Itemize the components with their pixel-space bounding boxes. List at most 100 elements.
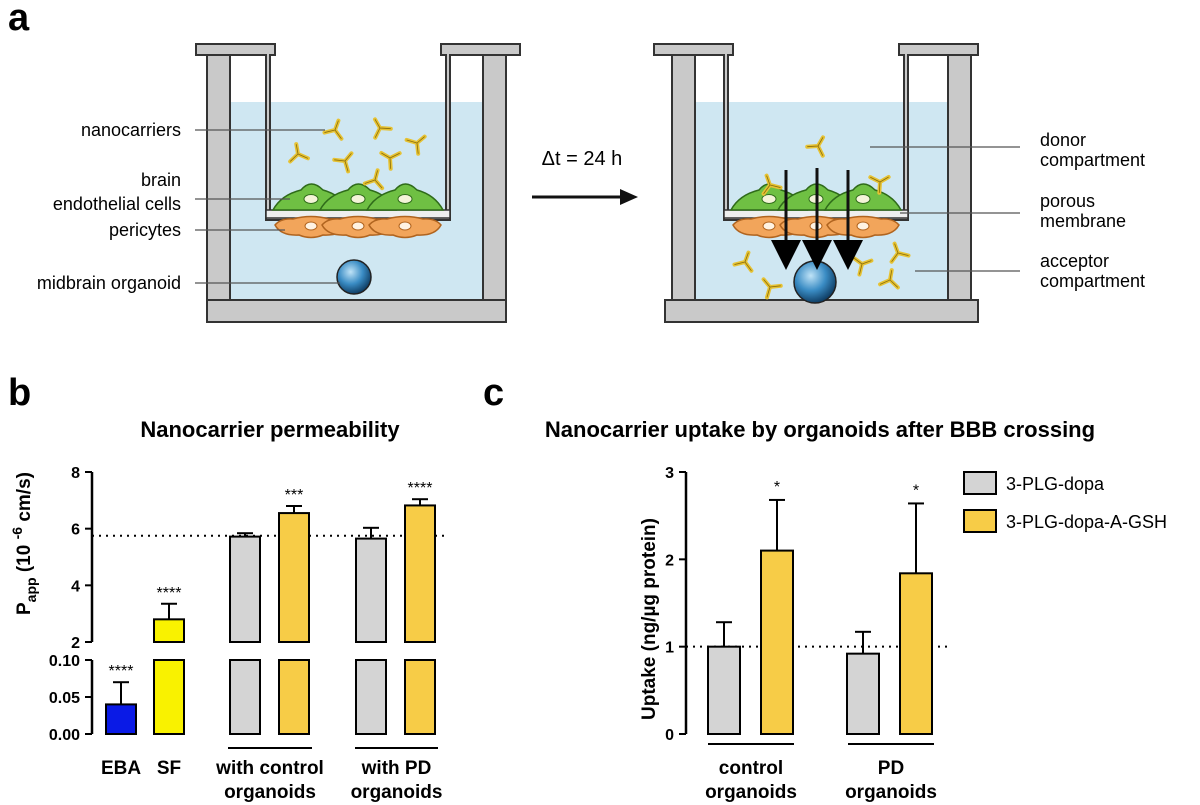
endothelial-nucleus	[303, 194, 319, 204]
chart-b-bar-lower-part	[153, 659, 185, 735]
pericyte-nucleus	[398, 221, 412, 231]
nanocarrier-outline	[763, 279, 781, 298]
nanocarrier-outline	[364, 170, 383, 189]
chart-b-tick-label: 0.05	[49, 690, 80, 707]
chart-c-tick-label: 1	[665, 640, 674, 657]
time-label: Δt = 24 h	[542, 148, 623, 170]
nanocarrier	[805, 135, 825, 158]
transwell-before	[195, 43, 521, 323]
chart-b-tick-label: 8	[71, 465, 80, 482]
chart-b-bar	[105, 703, 137, 736]
chart-b-ylabel-rest: (10	[14, 539, 35, 577]
chart-b-x-label: SF	[157, 758, 181, 779]
chart-b-bar	[404, 504, 436, 643]
nanocarrier	[362, 168, 385, 191]
chart-b-group-label: with PD	[361, 758, 432, 779]
nanocarrier	[404, 134, 427, 156]
label-midbrain-organoid: midbrain organoid	[37, 273, 181, 293]
label-pericytes: pericytes	[109, 220, 181, 240]
nanocarrier-outline	[289, 144, 309, 162]
nanocarrier	[889, 241, 911, 264]
chart-c-category-label: organoids	[705, 782, 797, 803]
time-arrow-head	[620, 189, 638, 205]
endothelial-nucleus	[855, 194, 871, 204]
chart-b-tick-label: 0.00	[49, 727, 80, 744]
nanocarrier-outline	[879, 270, 899, 288]
label-endothelial-cells: endothelial cells	[53, 194, 181, 214]
chart-c-tick-label: 0	[665, 727, 674, 744]
nanocarrier	[878, 268, 900, 290]
nanocarrier	[379, 151, 402, 171]
label-donor-compartment: compartment	[1040, 150, 1145, 170]
chart-c-bar	[899, 572, 933, 735]
chart-b-ylabel-sub: app	[23, 577, 39, 602]
pericyte-nucleus	[856, 221, 870, 231]
chart-b-significance: ***	[285, 487, 304, 504]
chart-c-bar	[760, 549, 794, 735]
panel-label-b: b	[8, 372, 31, 414]
chart-c-category-label: PD	[878, 758, 904, 779]
nanocarrier-outline	[763, 175, 781, 194]
nanocarrier	[868, 175, 891, 195]
label-donor: donor	[1040, 130, 1086, 150]
chart-b-axis-break	[94, 644, 454, 658]
chart-b-bar	[229, 535, 261, 643]
chart-c-title: Nanocarrier uptake by organoids after BB…	[545, 417, 1095, 442]
label-membrane: membrane	[1040, 211, 1126, 231]
endothelial-nucleus	[350, 194, 366, 204]
nanocarrier	[761, 173, 783, 196]
panel-label-a: a	[8, 0, 30, 39]
pericyte-nucleus	[351, 221, 365, 231]
chart-b-tick-label: 6	[71, 522, 80, 539]
transwell-after	[653, 43, 979, 323]
chart-b-ylabel-main: P	[14, 602, 35, 615]
well-floor-before	[206, 299, 507, 323]
label-brain: brain	[141, 170, 181, 190]
chart-b-tick-label: 0.10	[49, 653, 80, 670]
chart-c-legend-label: 3-PLG-dopa-A-GSH	[1006, 512, 1167, 532]
insert-before	[195, 43, 521, 221]
chart-b-bar-lower-part	[404, 659, 436, 735]
chart-c-significance: *	[774, 479, 780, 496]
insert-after	[653, 43, 979, 221]
endothelial-cells-before	[271, 183, 445, 211]
pericyte-nucleus	[304, 221, 318, 231]
organoid-before	[336, 259, 372, 295]
label-acceptor-compartment: compartment	[1040, 271, 1145, 291]
chart-b-significance: ****	[109, 663, 134, 680]
chart-b-tick-label: 2	[71, 635, 80, 652]
chart-c-y-label: Uptake (ng/µg protein)	[639, 518, 660, 720]
well-floor-after	[664, 299, 979, 323]
chart-c-category-label: control	[719, 758, 783, 779]
chart-b-x-label: EBA	[101, 758, 141, 779]
chart-b-group-label: organoids	[224, 782, 316, 803]
nanocarriers-before	[288, 117, 427, 191]
chart-c-tick-label: 3	[665, 465, 674, 482]
chart-b-ylabel-exp: -6	[9, 527, 25, 540]
pericyte-nucleus	[762, 221, 776, 231]
chart-c-significance: *	[913, 482, 919, 499]
chart-c-legend-swatch	[963, 509, 997, 533]
left-labels: nanocarriers brain endothelial cells per…	[37, 120, 340, 293]
chart-b-bar	[153, 618, 185, 643]
nanocarrier-outline	[870, 176, 889, 193]
nanocarrier-outline	[807, 137, 824, 156]
nanocarrier	[732, 250, 754, 273]
label-acceptor: acceptor	[1040, 251, 1109, 271]
chart-b-group-label: with control	[215, 758, 324, 779]
panel-label-c: c	[483, 372, 504, 414]
chart-b-title: Nanocarrier permeability	[140, 417, 400, 442]
label-nanocarriers: nanocarriers	[81, 120, 181, 140]
nanocarrier-outline	[334, 153, 352, 172]
chart-b-bar	[355, 537, 387, 643]
chart-b-significance: ****	[408, 480, 433, 497]
nanocarrier	[322, 118, 344, 141]
chart-b-group-label: organoids	[351, 782, 443, 803]
chart-b-bar-lower-part	[355, 659, 387, 735]
chart-c-bar	[707, 645, 741, 736]
chart-c-bar	[846, 652, 880, 735]
chart-b-y-label: Papp (10 -6 cm/s)	[9, 472, 39, 615]
